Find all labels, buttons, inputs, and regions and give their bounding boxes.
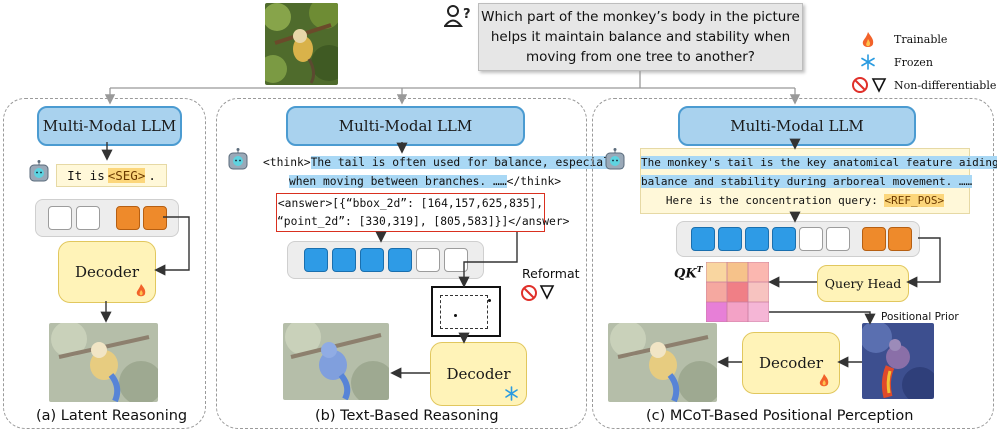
token: [332, 248, 356, 272]
token-ref-pos: [862, 227, 886, 251]
robot-icon: [28, 160, 50, 184]
panel-c-decoder-label: Decoder: [759, 354, 823, 372]
robot-icon: [227, 148, 249, 172]
panel-a-output-suffix: .: [148, 168, 156, 183]
panel-b-caption: (b) Text-Based Reasoning: [315, 408, 499, 424]
question-line-1: Which part of the monkey’s body in the p…: [481, 9, 800, 25]
panel-a-token-tray: [35, 199, 179, 237]
panel-a-llm: Multi-Modal LLM: [37, 106, 182, 146]
token: [48, 206, 72, 230]
token: [416, 248, 440, 272]
panel-a-llm-output: It is <SEG> .: [56, 164, 167, 187]
query-head-label: Query Head: [824, 276, 902, 291]
panel-c-decoder: Decoder: [742, 332, 840, 394]
token: [745, 227, 769, 251]
fire-icon: [818, 373, 830, 388]
panel-latent-reasoning: [3, 98, 206, 429]
seg-token: <SEG>: [107, 168, 146, 183]
panel-b-segmentation-output: [283, 323, 389, 400]
panel-text-based-reasoning: [216, 98, 587, 429]
panel-mcot-positional-perception: [592, 98, 994, 429]
ref-pos-token: <REF_POS>: [884, 194, 945, 207]
legend-non-differentiable: Non-differentiable: [894, 79, 997, 92]
snowflake-icon: [504, 386, 519, 401]
panel-c-llm-output: The monkey's tail is the key anatomical …: [640, 148, 997, 214]
token: [826, 227, 850, 251]
no-entry-icon: [851, 76, 869, 94]
token: [360, 248, 384, 272]
answer-line-2: “point_2d”: [330,319], [805,583]}]</answ…: [277, 215, 570, 228]
panel-b-token-tray: [287, 241, 484, 279]
think-open-tag: <think>: [263, 156, 311, 169]
token-seg: [116, 206, 140, 230]
fire-icon: [135, 283, 147, 298]
query-head: Query Head: [817, 265, 909, 302]
positional-prior-label: Positional Prior: [881, 311, 959, 323]
positional-prior-heatmap: [862, 323, 934, 399]
qk-text: QK: [674, 266, 697, 282]
panel-b-think-text: <think>The tail is often used for balanc…: [263, 153, 624, 191]
panel-a-caption: (a) Latent Reasoning: [36, 408, 188, 424]
qk-attention-matrix: [705, 261, 770, 323]
panel-a-decoder-label: Decoder: [75, 263, 139, 281]
input-monkey-photo: [265, 3, 338, 85]
answer-line-1: <answer>[{“bbox_2d”: [164,157,625,835],: [277, 197, 544, 210]
token: [772, 227, 796, 251]
question-box: Which part of the monkey’s body in the p…: [478, 3, 803, 71]
robot-icon: [604, 148, 626, 172]
token-ref-pos: [888, 227, 912, 251]
user-question-icon: ?: [443, 4, 474, 28]
panel-c-text-2: balance and stability during arboreal mo…: [641, 175, 973, 188]
panel-c-llm: Multi-Modal LLM: [678, 106, 916, 146]
panel-c-text-1: The monkey's tail is the key anatomical …: [641, 156, 997, 169]
question-line-3: moving from one tree to another?: [526, 49, 755, 65]
panel-b-answer-box: <answer>[{“bbox_2d”: [164,157,625,835], …: [276, 193, 570, 232]
panel-c-token-tray: [676, 221, 920, 257]
panel-c-text-3: Here is the concentration query:: [665, 194, 878, 207]
token: [718, 227, 742, 251]
token: [799, 227, 823, 251]
think-close-tag: </think>: [506, 175, 562, 188]
qk-label: QKT: [674, 264, 703, 281]
token: [691, 227, 715, 251]
token: [304, 248, 328, 272]
think-text-2: when moving between branches. ……: [289, 175, 507, 188]
svg-text:?: ?: [463, 7, 471, 22]
no-entry-icon: [520, 284, 538, 302]
question-line-2: helps it maintain balance and stability …: [490, 29, 791, 45]
panel-c-segmentation-output: [608, 323, 717, 402]
nabla-icon: [871, 77, 887, 93]
token: [388, 248, 412, 272]
legend-frozen: Frozen: [894, 56, 933, 69]
fire-icon: [861, 31, 875, 49]
token-seg: [143, 206, 167, 230]
token: [76, 206, 100, 230]
reformat-label: Reformat: [522, 266, 580, 281]
nabla-icon: [539, 284, 555, 300]
qk-superscript: T: [696, 264, 703, 274]
panel-c-caption: (c) MCoT-Based Positional Perception: [646, 408, 914, 424]
panel-b-llm: Multi-Modal LLM: [286, 106, 525, 146]
panel-a-output-prefix: It is: [67, 168, 105, 183]
panel-b-decoder-label: Decoder: [446, 365, 511, 383]
legend-trainable: Trainable: [894, 33, 948, 46]
think-text-1: The tail is often used for balance, espe…: [310, 156, 624, 169]
snowflake-icon: [860, 54, 876, 70]
panel-a-segmentation-output: [49, 323, 158, 402]
